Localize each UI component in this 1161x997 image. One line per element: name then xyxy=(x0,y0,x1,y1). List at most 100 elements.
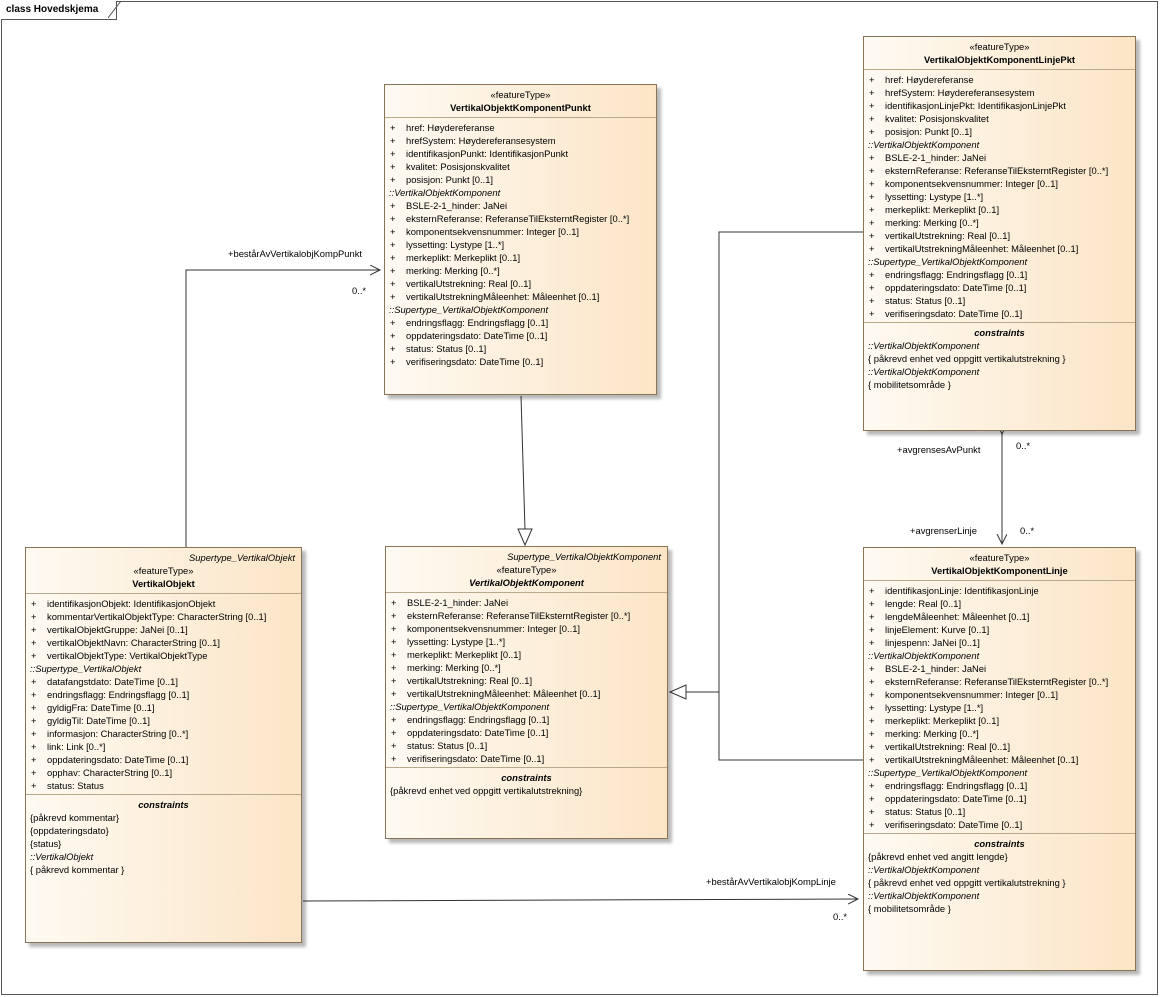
attribute-text: komponentsekvensnummer: Integer [0..1] xyxy=(885,689,1059,700)
visibility-marker: + xyxy=(391,623,397,634)
attribute-row: +lyssetting: Lystype [1..*] xyxy=(389,238,652,251)
constraints-title: constraints xyxy=(501,772,552,783)
gen-komponent-arrowhead xyxy=(668,684,687,700)
attribute-text: merkeplikt: Merkeplikt [0..1] xyxy=(885,204,1000,215)
visibility-marker: + xyxy=(869,295,875,306)
attribute-text: komponentsekvensnummer: Integer [0..1] xyxy=(406,226,580,237)
visibility-marker: + xyxy=(31,637,37,648)
attribute-row: +oppdateringsdato: DateTime [0..1] xyxy=(868,792,1131,805)
attribute-row: +kommentarVertikalObjektType: CharacterS… xyxy=(30,610,297,623)
attribute-row: +merkeplikt: Merkeplikt [0..1] xyxy=(868,203,1131,216)
attribute-row: +vertikalUtstrekningMåleenhet: Måleenhet… xyxy=(868,753,1131,766)
class-stereotype: «featureType» xyxy=(496,564,557,575)
attribute-row: +merking: Merking [0..*] xyxy=(390,661,663,674)
constraint-line: {påkrevd enhet ved angitt lengde} xyxy=(868,851,1008,862)
attribute-text: vertikalUtstrekningMåleenhet: Måleenhet … xyxy=(407,688,601,699)
attribute-compartment: +identifikasjonLinje: IdentifikasjonLinj… xyxy=(864,581,1135,833)
attribute-row: +identifikasjonObjekt: IdentifikasjonObj… xyxy=(30,597,297,610)
attribute-row: +identifikasjonLinje: IdentifikasjonLinj… xyxy=(868,584,1131,597)
class-vertikalobjektkomponentlinjepkt[interactable]: «featureType»VertikalObjektKomponentLinj… xyxy=(863,36,1136,431)
attribute-text: vertikalObjektGruppe: JaNei [0..1] xyxy=(47,624,188,635)
attribute-text: lyssetting: Lystype [1..*] xyxy=(885,702,984,713)
attribute-row: +vertikalObjektNavn: CharacterString [0.… xyxy=(30,636,297,649)
class-name: VertikalObjektKomponent xyxy=(469,577,584,588)
attribute-text: vertikalUtstrekningMåleenhet: Måleenhet … xyxy=(885,243,1079,254)
visibility-marker: + xyxy=(390,317,396,328)
assoc-objekt-linje[interactable] xyxy=(302,899,858,901)
attribute-row: +eksternReferanse: ReferanseTilEksterntR… xyxy=(868,164,1131,177)
gen-punkt-komponent[interactable] xyxy=(520,395,526,531)
class-name: VertikalObjektKomponentLinje xyxy=(931,565,1068,576)
attribute-text: status: Status [0..1] xyxy=(407,740,488,751)
attribute-row: +BSLE-2-1_hinder: JaNei xyxy=(868,151,1131,164)
attribute-text: komponentsekvensnummer: Integer [0..1] xyxy=(407,623,581,634)
class-supertype: Supertype_VertikalObjekt xyxy=(189,552,295,563)
visibility-marker: + xyxy=(869,702,875,713)
attribute-row: + eksternReferanse: ReferanseTilEksterntR… xyxy=(389,212,652,225)
visibility-marker: + xyxy=(390,174,396,185)
attribute-row: +verifiseringsdato: DateTime [0..1] xyxy=(868,307,1131,320)
attribute-group-title: ::Supertype_VertikalObjektKomponent xyxy=(868,256,1028,267)
mult-komp-punkt: 0..* xyxy=(352,285,367,296)
attribute-text: linjespenn: JaNei [0..1] xyxy=(885,637,980,648)
attribute-row: +endringsflagg: Endringsflagg [0..1] xyxy=(390,713,663,726)
attribute-text: merking: Merking [0..*] xyxy=(407,662,501,673)
attribute-text: endringsflagg: Endringsflagg [0..1] xyxy=(47,689,190,700)
visibility-marker: + xyxy=(390,291,396,302)
visibility-marker: + xyxy=(390,252,396,263)
attribute-text: gyldigTil: DateTime [0..1] xyxy=(47,715,150,726)
visibility-marker: + xyxy=(31,741,37,752)
gen-linje-komponent[interactable] xyxy=(718,692,863,761)
attribute-text: BSLE-2-1_hinder: JaNei xyxy=(885,152,987,163)
constraints-title: constraints xyxy=(138,799,189,810)
attribute-row: +verifiseringsdato: DateTime [0..1] xyxy=(389,355,652,368)
attribute-text: lyssetting: Lystype [1..*] xyxy=(885,191,984,202)
diagram-frame-title: class Hovedskjema xyxy=(1,1,118,20)
assoc-objekt-punkt[interactable] xyxy=(185,270,380,547)
attribute-row: +hrefSystem: Høydereferansesystem xyxy=(389,134,652,147)
class-vertikalobjektkomponentlinje[interactable]: «featureType»VertikalObjektKomponentLinj… xyxy=(863,547,1136,971)
class-header: «featureType»VertikalObjektKomponentPunk… xyxy=(385,85,656,118)
frame-tab-corner xyxy=(108,1,122,19)
attribute-text: lyssetting: Lystype [1..*] xyxy=(406,239,505,250)
attribute-text: lyssetting: Lystype [1..*] xyxy=(407,636,506,647)
class-supertype: Supertype_VertikalObjektKomponent xyxy=(507,551,661,562)
attribute-row: +status: Status [0..1] xyxy=(390,739,663,752)
attribute-text: vertikalUtstrekning: Real [0..1] xyxy=(885,741,1011,752)
attribute-text: vertikalUtstrekning: Real [0..1] xyxy=(407,675,533,686)
visibility-marker: + xyxy=(869,126,875,137)
attribute-row: + komponentsekvensnummer: Integer [0..1] xyxy=(390,622,663,635)
class-name: VertikalObjektKomponentPunkt xyxy=(450,102,591,113)
visibility-marker: + xyxy=(391,675,397,686)
class-vertikalobjekt[interactable]: Supertype_VertikalObjekt«featureType»Ver… xyxy=(25,547,302,943)
class-vertikalobjektkomponentpunkt[interactable]: «featureType»VertikalObjektKomponentPunk… xyxy=(384,84,657,395)
visibility-marker: + xyxy=(390,213,396,224)
visibility-marker: + xyxy=(869,191,875,202)
visibility-marker: + xyxy=(869,663,875,674)
attribute-text: komponentsekvensnummer: Integer [0..1] xyxy=(885,178,1059,189)
mult-avgrenses: 0..* xyxy=(1016,440,1031,451)
attribute-row: +endringsflagg: Endringsflagg [0..1] xyxy=(389,316,652,329)
attribute-text: eksternReferanse: ReferanseTilEksterntRe… xyxy=(885,676,1109,687)
attribute-row: +gyldigFra: DateTime [0..1] xyxy=(30,701,297,714)
visibility-marker: + xyxy=(390,278,396,289)
attribute-row: +oppdateringsdato: DateTime [0..1] xyxy=(389,329,652,342)
visibility-marker: + xyxy=(31,715,37,726)
attribute-text: eksternReferanse: ReferanseTilEksterntRe… xyxy=(406,213,630,224)
attribute-text: oppdateringsdato: DateTime [0..1] xyxy=(885,793,1027,804)
attribute-text: kvalitet: Posisjonskvalitet xyxy=(885,113,989,124)
class-vertikalobjektkomponent[interactable]: Supertype_VertikalObjektKomponent «featur… xyxy=(385,546,668,839)
attribute-row: +vertikalUtstrekningMåleenhet: Måleenhet… xyxy=(390,687,663,700)
attribute-row: +endringsflagg: Endringsflagg [0..1] xyxy=(868,268,1131,281)
attribute-text: eksternReferanse: ReferanseTilEksterntRe… xyxy=(407,610,631,621)
class-header: «featureType»VertikalObjektKomponentLinj… xyxy=(864,548,1135,581)
constraint-line: { påkrevd kommentar } xyxy=(30,864,125,875)
gen-linjepkt-komponent[interactable] xyxy=(686,231,863,693)
attribute-group-title: ::Supertype_VertikalObjekt xyxy=(30,663,142,674)
visibility-marker: + xyxy=(31,767,37,778)
visibility-marker: + xyxy=(31,780,37,791)
visibility-marker: + xyxy=(31,624,37,635)
attribute-text: status: Status [0..1] xyxy=(885,806,966,817)
visibility-marker: + xyxy=(869,819,875,830)
